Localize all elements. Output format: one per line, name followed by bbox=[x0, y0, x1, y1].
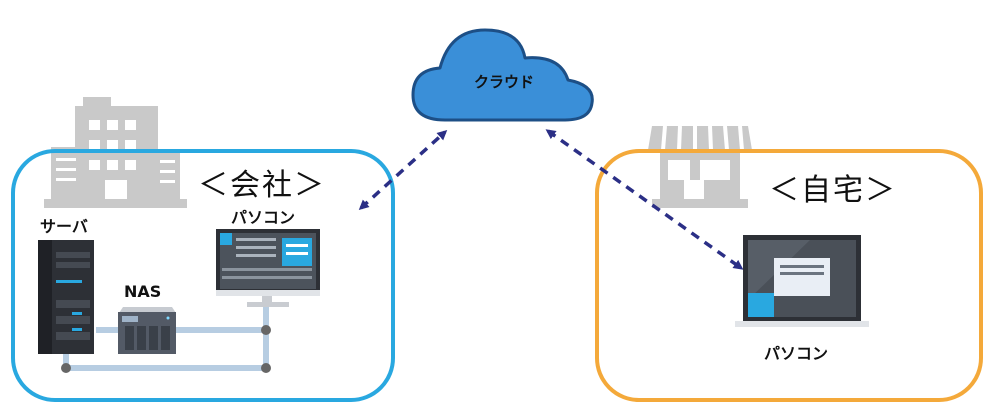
office-frame bbox=[11, 149, 395, 402]
nas-label: NAS bbox=[124, 282, 162, 301]
office-title: ＜会社＞ bbox=[198, 168, 326, 203]
office-pc-label: パソコン bbox=[231, 208, 296, 227]
office-cloud-arrow bbox=[358, 129, 448, 211]
server-label: サーバ bbox=[40, 217, 88, 236]
shop-icon bbox=[648, 125, 752, 208]
server-tower-icon bbox=[38, 240, 94, 354]
home-frame bbox=[595, 149, 983, 402]
nas-icon bbox=[118, 307, 176, 354]
home-pc-label: パソコン bbox=[764, 344, 829, 363]
home-cloud-arrow bbox=[545, 129, 744, 270]
cloud-label: クラウド bbox=[474, 73, 535, 91]
office-building-icon bbox=[44, 97, 187, 208]
cloud-icon bbox=[411, 28, 594, 122]
home-title: ＜自宅＞ bbox=[769, 173, 897, 208]
network-nodes bbox=[61, 325, 271, 373]
laptop-icon bbox=[735, 235, 869, 327]
network-lines bbox=[63, 305, 269, 371]
desktop-monitor-icon bbox=[216, 229, 320, 307]
